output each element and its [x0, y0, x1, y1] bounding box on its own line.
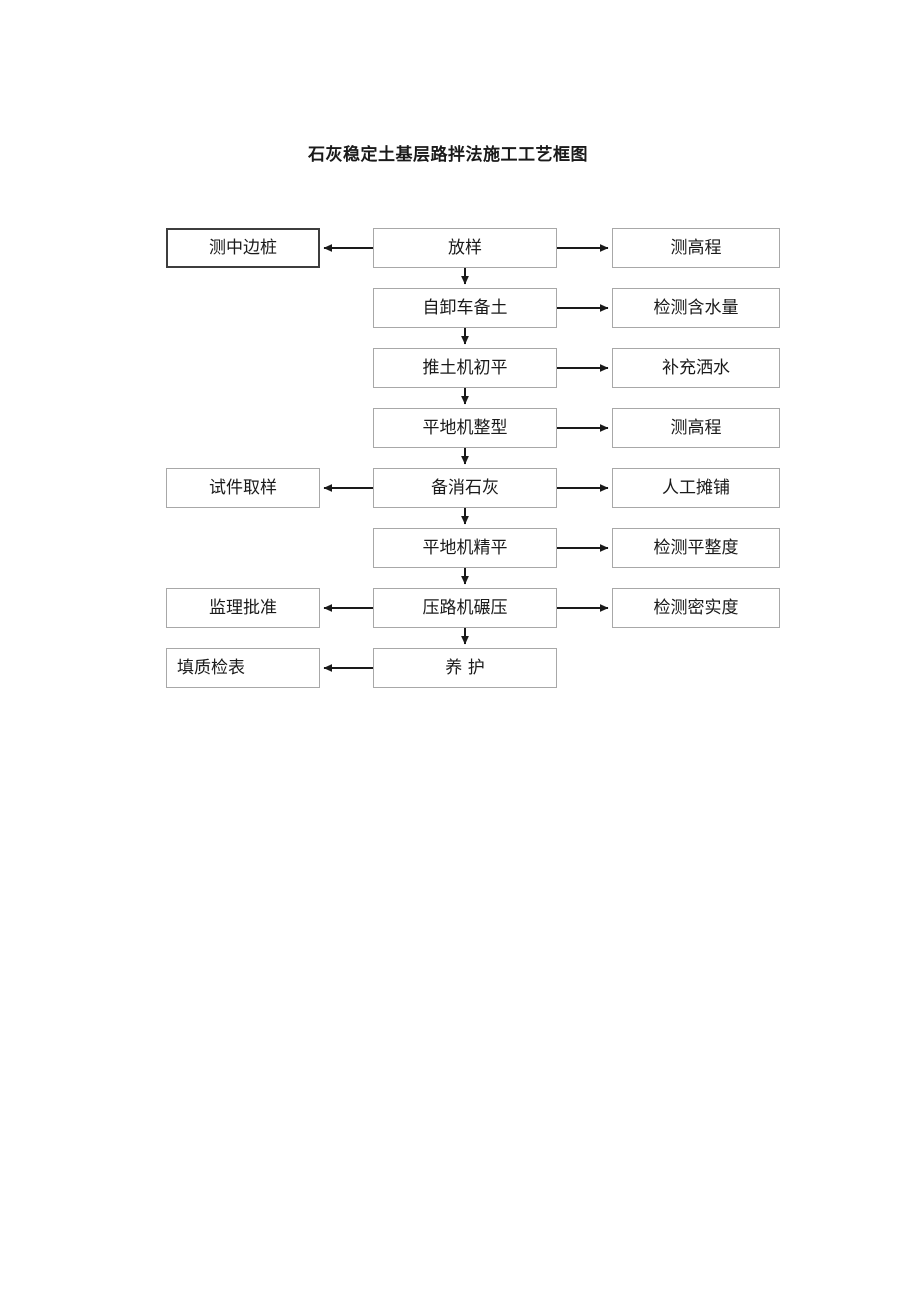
node-label: 测中边桩 — [209, 237, 277, 258]
node-label: 自卸车备土 — [422, 297, 508, 318]
node-measure-elevation-1[interactable]: 测高程 — [612, 228, 780, 268]
node-label: 养 护 — [445, 657, 485, 678]
node-label: 测高程 — [670, 417, 722, 438]
node-label: 平地机精平 — [422, 537, 508, 558]
node-grader-shaping[interactable]: 平地机整型 — [373, 408, 557, 448]
node-curing[interactable]: 养 护 — [373, 648, 557, 688]
node-bulldozer-rough-level[interactable]: 推土机初平 — [373, 348, 557, 388]
node-label: 人工摊铺 — [662, 477, 730, 498]
node-manual-spreading[interactable]: 人工摊铺 — [612, 468, 780, 508]
node-supervisor-approval[interactable]: 监理批准 — [166, 588, 320, 628]
node-label: 检测密实度 — [653, 597, 739, 618]
node-label: 监理批准 — [209, 597, 277, 618]
node-check-flatness[interactable]: 检测平整度 — [612, 528, 780, 568]
page-title: 石灰稳定土基层路拌法施工工艺框图 — [308, 145, 588, 165]
node-label: 检测平整度 — [653, 537, 739, 558]
node-label: 补充洒水 — [662, 357, 730, 378]
node-label: 放样 — [448, 237, 482, 258]
node-check-moisture[interactable]: 检测含水量 — [612, 288, 780, 328]
node-measure-elevation-2[interactable]: 测高程 — [612, 408, 780, 448]
node-label: 试件取样 — [209, 477, 277, 498]
node-prepare-slaked-lime[interactable]: 备消石灰 — [373, 468, 557, 508]
node-label: 压路机碾压 — [422, 597, 508, 618]
node-dump-truck-soil[interactable]: 自卸车备土 — [373, 288, 557, 328]
node-supplemental-watering[interactable]: 补充洒水 — [612, 348, 780, 388]
node-fill-quality-form[interactable]: 填质检表 — [166, 648, 320, 688]
node-label: 推土机初平 — [422, 357, 508, 378]
node-grader-fine-level[interactable]: 平地机精平 — [373, 528, 557, 568]
node-specimen-sampling[interactable]: 试件取样 — [166, 468, 320, 508]
node-label: 备消石灰 — [431, 477, 499, 498]
node-survey-stakes[interactable]: 测中边桩 — [166, 228, 320, 268]
node-label: 检测含水量 — [653, 297, 739, 318]
node-roller-compaction[interactable]: 压路机碾压 — [373, 588, 557, 628]
node-label: 测高程 — [670, 237, 722, 258]
node-label: 平地机整型 — [422, 417, 508, 438]
node-setting-out[interactable]: 放样 — [373, 228, 557, 268]
node-check-compactness[interactable]: 检测密实度 — [612, 588, 780, 628]
node-label: 填质检表 — [177, 657, 245, 678]
